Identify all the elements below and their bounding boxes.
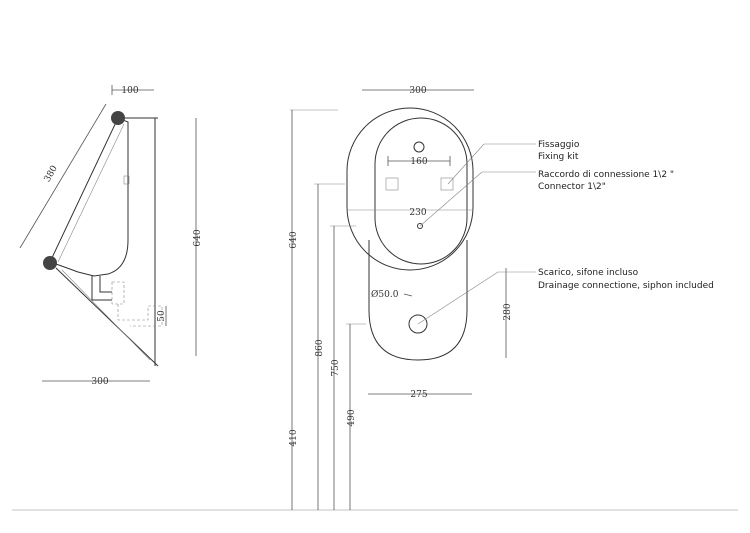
front-dim-160: 160 bbox=[410, 157, 427, 167]
side-dim-100: 100 bbox=[121, 86, 138, 96]
connector-hole bbox=[417, 223, 423, 229]
side-dim-50: 50 bbox=[157, 310, 167, 322]
top-fixing-hole bbox=[413, 141, 425, 153]
right-fixing-kit bbox=[440, 177, 454, 191]
side-dim-640: 640 bbox=[193, 229, 203, 246]
front-dim-410: 410 bbox=[289, 429, 299, 446]
front-dim-280: 280 bbox=[503, 303, 513, 320]
drain-label-en: Drainage connectione, siphon included bbox=[538, 281, 714, 291]
front-dim-300: 300 bbox=[409, 86, 426, 96]
callouts: Fissaggio Fixing kit Raccordo di conness… bbox=[538, 140, 714, 291]
front-view: 300 160 230 Ø50.0 275 280 640 410 860 bbox=[289, 86, 536, 510]
drain-hole bbox=[408, 314, 428, 334]
front-dim-640: 640 bbox=[289, 231, 299, 248]
side-dim-380: 380 bbox=[43, 164, 60, 184]
fixing-label-it: Fissaggio bbox=[538, 140, 580, 150]
side-view: 100 380 640 50 300 bbox=[19, 85, 203, 387]
front-dim-drain-diameter: Ø50.0 bbox=[371, 289, 399, 300]
front-dim-860: 860 bbox=[315, 339, 325, 356]
fixing-label-en: Fixing kit bbox=[538, 152, 579, 162]
drain-label-it: Scarico, sifone incluso bbox=[538, 268, 639, 278]
front-dim-230: 230 bbox=[409, 208, 426, 218]
top-rim-dot bbox=[111, 111, 125, 125]
front-dim-490: 490 bbox=[347, 409, 357, 426]
connector-label-en: Connector 1\2" bbox=[538, 182, 606, 192]
left-fixing-kit bbox=[385, 177, 399, 191]
bottom-rim-dot bbox=[43, 256, 57, 270]
side-dim-300: 300 bbox=[91, 377, 108, 387]
front-dim-275: 275 bbox=[410, 390, 427, 400]
connector-label-it: Raccordo di connessione 1\2 " bbox=[538, 170, 674, 180]
front-dim-750: 750 bbox=[331, 359, 341, 376]
